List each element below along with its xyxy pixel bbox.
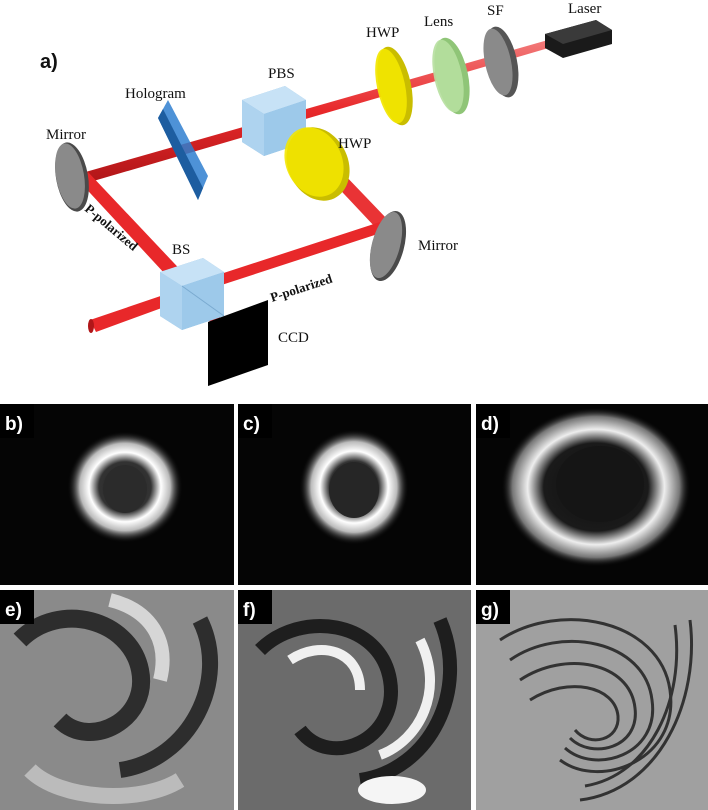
mirror-left: Mirror — [46, 127, 89, 212]
panel-label-d: d) — [481, 414, 499, 435]
beam-mirror-right-to-bs — [196, 222, 384, 292]
panel-label-a: a) — [40, 51, 58, 73]
panel-label-b: b) — [5, 414, 23, 435]
panel-label-e: e) — [5, 600, 22, 621]
ccd-camera: CCD — [208, 300, 309, 386]
image-panel-c: c) — [238, 404, 471, 585]
ccd-label: CCD — [278, 330, 309, 346]
image-panel-d: d) — [476, 404, 708, 585]
beam-label-right: P-polarized — [268, 270, 334, 304]
mirror-right-label: Mirror — [418, 238, 458, 254]
hologram-label: Hologram — [125, 86, 186, 102]
image-panel-b: b) — [0, 404, 234, 585]
panel-label-g: g) — [481, 600, 499, 621]
image-panel-f: f) — [238, 590, 471, 810]
mirror-right: Mirror — [369, 210, 458, 282]
setup-diagram: a) Laser SF — [40, 1, 612, 386]
beam-output-end — [88, 319, 94, 333]
beam-mirror-to-bs — [78, 172, 190, 288]
mirror-left-label: Mirror — [46, 127, 86, 143]
hologram: Hologram — [125, 86, 208, 200]
lens: Lens — [424, 14, 470, 115]
bs-cube: BS — [160, 242, 225, 330]
panel-label-f: f) — [243, 600, 256, 621]
hwp-top: HWP — [366, 25, 413, 126]
laser-label: Laser — [568, 1, 601, 17]
lens-label: Lens — [424, 14, 453, 30]
pbs-label: PBS — [268, 66, 295, 82]
bs-label: BS — [172, 242, 190, 258]
image-panel-e: e) — [0, 590, 234, 810]
image-panel-g: g) — [476, 590, 708, 810]
panel-label-c: c) — [243, 414, 260, 435]
hwp-middle-label: HWP — [338, 136, 371, 152]
sf-label: SF — [487, 3, 504, 19]
laser: Laser — [545, 1, 612, 58]
spatial-filter: SF — [483, 3, 519, 98]
hwp-middle: HWP — [284, 127, 371, 201]
hwp-top-label: HWP — [366, 25, 399, 41]
